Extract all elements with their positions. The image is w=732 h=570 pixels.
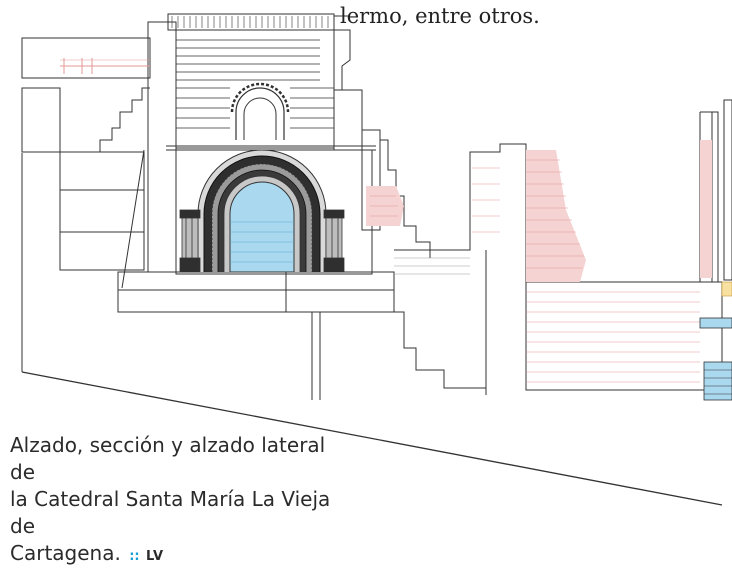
platform-courses bbox=[394, 257, 470, 275]
right-edge-section bbox=[699, 281, 732, 401]
right-platform bbox=[525, 281, 723, 391]
upper-left-block bbox=[21, 37, 151, 79]
caption-line-2: la Catedral Santa María La Vieja de bbox=[10, 487, 331, 538]
tower-left-edge bbox=[147, 21, 177, 273]
ruin-courses bbox=[60, 59, 700, 383]
ground-slope-line bbox=[21, 371, 723, 506]
left-marker bbox=[60, 58, 150, 74]
tower-cornice bbox=[167, 13, 335, 31]
article-text-fragment: lermo, entre otros. bbox=[340, 4, 540, 28]
caption-line-1: Alzado, sección y alzado lateral de bbox=[10, 433, 326, 484]
caption-line-3-text: Cartagena. bbox=[10, 541, 121, 565]
tower-courses bbox=[176, 39, 334, 129]
base-platform bbox=[117, 271, 395, 313]
left-wall-block bbox=[21, 87, 61, 153]
caption-line-3: Cartagena. :: LV bbox=[10, 540, 340, 570]
cornice-ticks bbox=[171, 16, 329, 28]
caption-credit: LV bbox=[145, 549, 164, 564]
ruin-fill-areas bbox=[366, 140, 712, 282]
portal-door-opening bbox=[229, 181, 295, 273]
figure-caption: Alzado, sección y alzado lateral de la C… bbox=[10, 432, 340, 570]
upper-window bbox=[230, 82, 290, 140]
main-portal-arch bbox=[197, 149, 327, 273]
architectural-elevation-drawing bbox=[21, 13, 732, 506]
portal-columns bbox=[179, 209, 345, 273]
caption-separator: :: bbox=[129, 549, 140, 564]
left-tower-lower bbox=[59, 151, 145, 271]
